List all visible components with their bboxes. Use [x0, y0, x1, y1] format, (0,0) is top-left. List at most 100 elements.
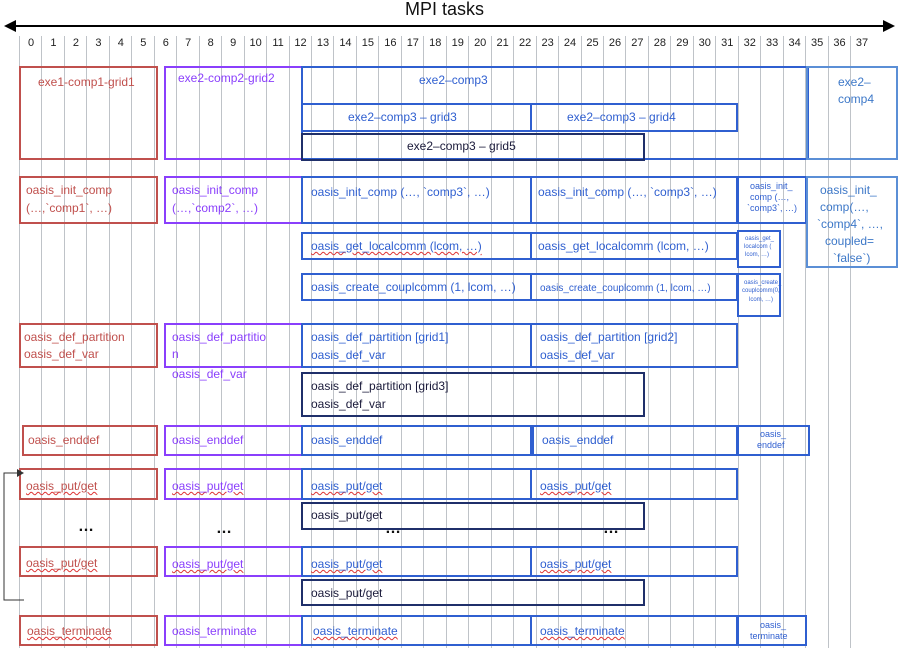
exe2-comp4-label-2: comp4	[838, 92, 875, 106]
localcomm-c-line2: localcom (	[744, 244, 772, 250]
grid5-label: exe2–comp3 – grid5	[407, 139, 516, 153]
put1-comp3b-label: oasis_put/get	[540, 479, 612, 493]
enddef-comp2-label: oasis_enddef	[172, 433, 244, 447]
term-comp3c-box	[737, 615, 807, 646]
enddef-comp3b-label: oasis_enddef	[542, 433, 614, 447]
exe2-comp4-label-1: exe2–	[838, 75, 871, 89]
tick-label: 16	[384, 37, 397, 49]
def-comp2-line3: oasis_def_var	[172, 367, 247, 381]
init-comp4-box	[806, 176, 898, 268]
enddef-comp3c-line2: enddef	[757, 440, 785, 450]
grid-line	[760, 36, 762, 648]
put2-comp1-label: oasis_put/get	[26, 556, 98, 570]
exe1-comp1-box	[19, 66, 158, 160]
couplcomm-c-box	[737, 273, 781, 317]
tick-label: 14	[339, 37, 352, 49]
init-comp4-line5: `false`)	[833, 251, 871, 265]
def-grid3-line1: oasis_def_partition [grid3]	[311, 379, 449, 393]
grid-line	[490, 36, 492, 648]
grid-line	[86, 36, 88, 648]
tick-label: 13	[316, 37, 330, 49]
grid5-box	[301, 133, 645, 161]
def-grid2-line1: oasis_def_partition [grid2]	[540, 330, 678, 344]
tick-label: 18	[429, 37, 442, 49]
ellipsis-1: …	[78, 518, 95, 535]
tick-label: 10	[249, 37, 262, 49]
grid-line	[558, 36, 560, 648]
init-comp1-line1: oasis_init_comp	[26, 183, 113, 197]
def-comp2-line1: oasis_def_partitio	[172, 330, 267, 344]
localcomm-c-line1: oasis_get_	[745, 236, 775, 242]
tick-label: 1	[50, 37, 57, 49]
init-comp2-line1: oasis_init_comp	[172, 183, 259, 197]
init-comp2-line2: (…,`comp2`, …)	[172, 201, 259, 215]
init-comp3c-line3: `comp3`, …)	[747, 203, 798, 213]
term-comp2-label: oasis_terminate	[172, 624, 257, 638]
ellipsis-4: …	[603, 520, 620, 537]
tick-label: 32	[743, 37, 756, 49]
put2-comp3b-label: oasis_put/get	[540, 557, 612, 571]
loop-arrow	[3, 469, 24, 601]
put1-comp3a-label: oasis_put/get	[311, 479, 383, 493]
grid-line	[827, 36, 829, 648]
grid-line	[176, 36, 178, 648]
tick-label: 5	[140, 37, 147, 49]
def-comp2-line2: n	[172, 347, 179, 361]
grid-line	[670, 36, 672, 648]
tick-label: 36	[833, 37, 846, 49]
def-grid3-line2: oasis_def_var	[311, 397, 386, 411]
tick-label: 23	[541, 37, 554, 49]
grid-line	[737, 36, 739, 648]
grid-line	[692, 36, 694, 648]
tick-label: 31	[721, 37, 734, 49]
grid-line	[850, 36, 852, 648]
exe2-comp2-label: exe2-comp2-grid2	[178, 71, 275, 85]
axis-title: MPI tasks	[405, 0, 485, 19]
grid-line	[153, 36, 155, 648]
tick-label: 7	[185, 37, 192, 49]
localcomm-c-line3: lcom, …)	[745, 252, 769, 258]
couplcomm-a-label: oasis_create_couplcomm (1, lcom, …)	[311, 280, 516, 294]
def-grid1-line2: oasis_def_var	[311, 348, 386, 362]
put2-comp3c-label: oasis_put/get	[311, 586, 383, 600]
tick-label: 33	[766, 37, 779, 49]
grid-line	[41, 36, 43, 648]
init-comp3c-line2: comp (…,	[750, 192, 790, 202]
couplcomm-c-line3: lcom, …)	[749, 297, 773, 303]
grid-line	[513, 36, 515, 648]
grid-line	[805, 36, 807, 648]
init-comp1-box	[19, 176, 158, 224]
couplcomm-b-label: oasis_create_couplcomm (1, lcom, …)	[540, 283, 711, 294]
put1-comp2-label: oasis_put/get	[172, 479, 244, 493]
grid3-label: exe2–comp3 – grid3	[348, 110, 457, 124]
tick-label: 22	[518, 37, 532, 49]
tick-label: 3	[95, 37, 102, 49]
init-comp3c-line1: oasis_init_	[750, 181, 793, 191]
grid-line	[333, 36, 335, 648]
tick-label: 6	[162, 37, 169, 49]
put1-comp1-label: oasis_put/get	[26, 479, 98, 493]
init-comp4-line2: comp(…,	[820, 200, 869, 214]
grid-line	[63, 36, 65, 648]
grid-line	[131, 36, 133, 648]
grid-line	[625, 36, 627, 648]
exe1-comp1-label: exe1-comp1-grid1	[38, 75, 135, 89]
enddef-comp3c-line1: oasis_	[760, 429, 787, 439]
grid-line	[310, 36, 312, 648]
exe2-comp3-label: exe2–comp3	[419, 73, 488, 87]
ellipsis-2: …	[216, 520, 233, 537]
term-comp1-label: oasis_terminate	[27, 624, 112, 638]
put1-comp1-box	[19, 468, 158, 500]
init-comp1-line2: (…,`comp1`, …)	[26, 201, 113, 215]
grid-line	[580, 36, 582, 648]
grid-line	[221, 36, 223, 648]
grid-line	[423, 36, 425, 648]
put2-comp3a-label: oasis_put/get	[311, 557, 383, 571]
grid-line	[445, 36, 447, 648]
tick-label: 12	[294, 37, 307, 49]
tick-label: 9	[230, 37, 237, 49]
grid-line	[355, 36, 357, 648]
grid-line	[400, 36, 402, 648]
couplcomm-c-line1: oasis_create_	[744, 280, 782, 286]
grid-line	[647, 36, 649, 648]
